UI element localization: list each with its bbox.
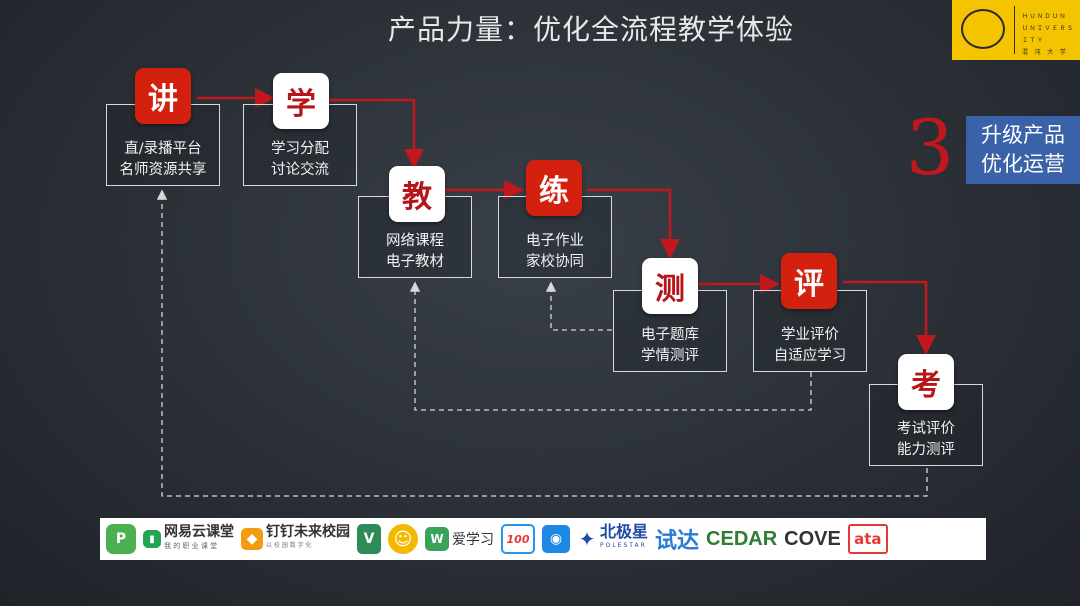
step-chip-jiang: 讲 (135, 68, 191, 124)
flow-arrow-2 (328, 98, 424, 169)
logo-line: ＨＵＮＤＵＮ (1022, 13, 1068, 20)
partner-name: COVE (784, 527, 841, 550)
logo-divider (1014, 6, 1015, 54)
card-line: 自适应学习 (773, 348, 847, 364)
card-line: 学情测评 (641, 348, 699, 364)
partner-logo-aixuexi: W 爱学习 (425, 527, 494, 551)
step-chip-ping: 评 (781, 253, 837, 309)
card-line: 讨论交流 (271, 162, 329, 178)
partner-name: 试达 (655, 529, 700, 554)
card-line: 学习分配 (271, 141, 329, 157)
logo-line: ＵＮＩＶＥＲＳＩＴＹ (1022, 25, 1075, 44)
partner-logo-p: P (106, 524, 136, 554)
monkey-icon: ◉ (542, 525, 570, 553)
feedback-arrow-1 (545, 281, 612, 331)
partner-name: 北极星 (600, 522, 649, 541)
card-line: 学业评价 (781, 327, 839, 343)
partner-logo-v: V (357, 524, 381, 554)
upgrade-badge: 升级产品 优化运营 (966, 116, 1080, 184)
card-line: 电子教材 (386, 254, 444, 270)
step-chip-jiao: 教 (389, 166, 445, 222)
p-logo-icon: P (106, 524, 136, 554)
card-line: 电子作业 (526, 233, 584, 249)
card-line: 直/录播平台 (124, 141, 202, 157)
netease-book-icon: ▮ (143, 530, 161, 548)
partner-sub: 以 校 园 数 字 化 (266, 542, 312, 549)
card-line: 电子题库 (641, 327, 699, 343)
partner-logos-bar: P ▮ 网易云课堂 我 的 职 业 课 堂 ◆ 钉钉未来校园 以 校 园 数 字… (100, 518, 986, 560)
card-line: 网络课程 (386, 233, 444, 249)
partner-logo-monkey: ◉ (542, 525, 570, 553)
partner-logo-netease: ▮ 网易云课堂 我 的 职 业 课 堂 (143, 525, 234, 553)
card-line: 名师资源共享 (119, 162, 207, 178)
ata-logo-icon: ata (847, 524, 888, 554)
dingtalk-icon: ◆ (241, 528, 263, 550)
logo-line: 混 沌 大 学 (1022, 49, 1068, 56)
partner-logo-ata: ata (847, 524, 888, 554)
logo-text: ＨＵＮＤＵＮ ＵＮＩＶＥＲＳＩＴＹ 混 沌 大 学 (1022, 11, 1078, 59)
partner-name: 爱学习 (452, 532, 494, 548)
step-chip-kao: 考 (898, 354, 954, 410)
partner-logo-dingtalk: ◆ 钉钉未来校园 以 校 园 数 字 化 (241, 525, 350, 553)
page-title: 产品力量：优化全流程教学体验 (388, 13, 795, 46)
partner-logo-100: 100 (501, 524, 535, 554)
step-chip-lian: 练 (526, 160, 582, 216)
badge-line: 优化运营 (981, 152, 1065, 176)
mascot-face-icon: ☺ (388, 524, 418, 554)
step-chip-ce: 测 (642, 258, 698, 314)
feedback-arrow-2 (409, 281, 812, 411)
partner-logo-cove: COVE (784, 528, 841, 551)
card-line: 家校协同 (526, 254, 584, 270)
partner-logo-mascot: ☺ (388, 524, 418, 554)
polestar-star-icon: ✦ (577, 527, 597, 551)
step-chip-xue: 学 (273, 73, 329, 129)
v-logo-icon: V (357, 524, 381, 554)
flow-arrow-6 (843, 280, 936, 355)
step-number: 3 (905, 103, 955, 192)
hundun-logo: ＨＵＮＤＵＮ ＵＮＩＶＥＲＳＩＴＹ 混 沌 大 学 (952, 0, 1080, 60)
partner-logo-polestar: ✦ 北极星 POLESTAR (577, 522, 649, 553)
logo-ring-icon (961, 9, 1005, 49)
partner-logo-shida: 试达 (655, 523, 699, 555)
flow-arrow-4 (587, 188, 680, 259)
partner-name: 网易云课堂 (164, 524, 234, 540)
partner-logo-cedar: CEDAR (706, 528, 777, 551)
badge-line: 升级产品 (981, 123, 1065, 147)
score-100-icon: 100 (501, 524, 535, 554)
card-line: 考试评价 (897, 421, 955, 437)
partner-name: CEDAR (706, 527, 778, 550)
aixuexi-leaf-icon: W (425, 527, 449, 551)
partner-sub: 我 的 职 业 课 堂 (164, 542, 218, 550)
card-line: 能力测评 (897, 442, 955, 458)
feedback-arrow-3 (156, 189, 928, 497)
partner-name: 钉钉未来校园 (266, 524, 350, 540)
partner-sub: POLESTAR (600, 542, 647, 549)
